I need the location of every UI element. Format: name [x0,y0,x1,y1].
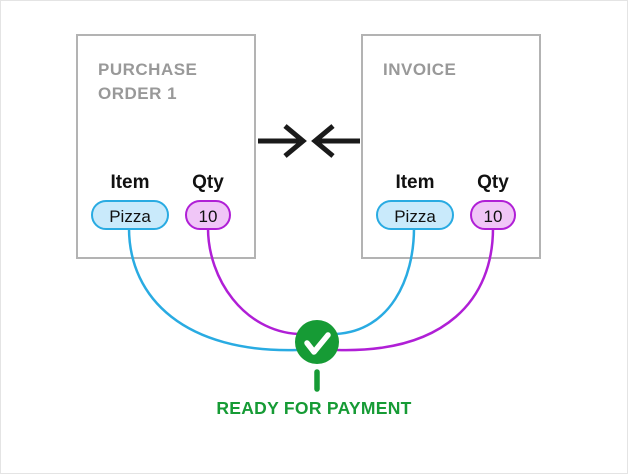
invoice-item-column: Item Pizza [376,172,454,230]
purchase-order-qty-column: Qty 10 [185,172,231,230]
invoice-title: INVOICE [383,60,457,79]
purchase-order-item-column: Item Pizza [91,172,169,230]
ready-for-payment-label: READY FOR PAYMENT [216,398,412,418]
purchase-order-box: PURCHASE ORDER 1 Item Pizza Qty 10 [76,34,256,259]
invoice-item-pill: Pizza [376,200,454,230]
item-header: Item [110,172,150,193]
po-qty-pill: 10 [185,200,231,230]
check-circle [295,320,339,364]
qty-header: Qty [477,172,509,193]
check-tick [304,332,331,355]
invoice-qty-pill: 10 [470,200,516,230]
po-item-pill: Pizza [91,200,169,230]
invoice-fields: Item Pizza Qty 10 [376,172,516,230]
left-arrow-head-icon [283,124,307,158]
purchase-order-fields: Item Pizza Qty 10 [91,172,231,230]
right-arrow-head-icon [311,124,335,158]
purchase-order-title: PURCHASE ORDER 1 [98,60,198,103]
check-icon [295,320,339,364]
invoice-box: INVOICE Item Pizza Qty 10 [361,34,541,259]
item-header: Item [395,172,435,193]
qty-header: Qty [192,172,224,193]
invoice-qty-column: Qty 10 [470,172,516,230]
match-arrows-icon [258,124,360,158]
